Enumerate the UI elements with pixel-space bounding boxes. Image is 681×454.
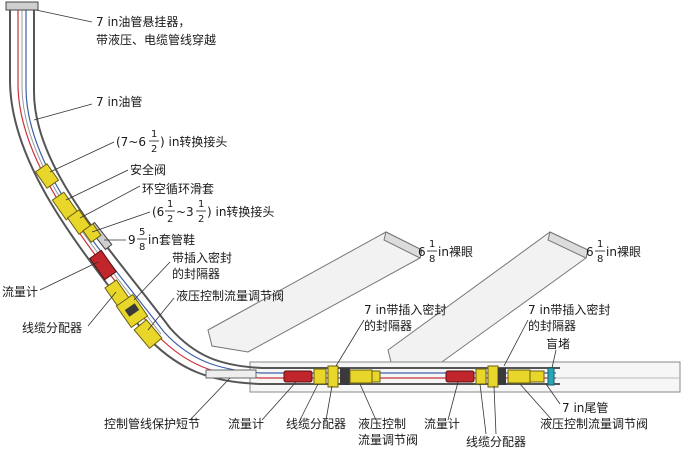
label-flowmeter-b1: 流量计 [228,417,264,431]
label-open-hole-2: 6 1 8 in裸眼 [586,239,641,265]
svg-text:8: 8 [429,254,435,265]
label-blind-plug: 盲堵 [546,336,570,351]
lateral-2-tools [445,365,545,388]
label-splitter-left: 线缆分配器 [22,321,82,335]
xover-2 [82,223,102,243]
label-hydraulic-valve-left: 液压控制流量调节阀 [176,288,284,303]
svg-text:in套管鞋: in套管鞋 [148,232,195,247]
label-safety-valve: 安全阀 [130,162,166,177]
lateral-1-tools [283,365,381,388]
label-open-hole-1: 6 1 8 in裸眼 [418,239,473,265]
label-valve-b2: 液压控制流量调节阀 [540,416,648,431]
label-packer-top-l1: 带插入密封 [172,250,232,265]
svg-text:5: 5 [139,227,145,238]
flowmeter-b1-body [283,370,313,383]
label-sleeve: 环空循环滑套 [142,182,214,196]
label-valve-b1-l1: 液压控制 [358,416,406,431]
label-tubing: 7 in油管 [96,94,142,109]
packer-upper [115,293,149,329]
label-liner: 7 in尾管 [562,400,608,415]
label-packer-right-l2: 的封隔器 [528,318,576,333]
svg-text:1: 1 [429,239,435,250]
svg-text:) in转换接头: ) in转换接头 [207,204,274,219]
svg-text:(6: (6 [152,205,164,219]
svg-text:~3: ~3 [176,205,194,219]
svg-text:2: 2 [151,144,157,155]
svg-text:1: 1 [167,199,173,210]
svg-text:) in转换接头: ) in转换接头 [160,134,227,149]
svg-text:2: 2 [198,214,204,225]
label-protector: 控制管线保护短节 [104,416,200,431]
blind-plug [547,367,555,386]
svg-text:1: 1 [198,199,204,210]
label-packer-right-l1: 7 in带插入密封 [528,302,610,317]
protector-sub [205,369,257,379]
label-xover-2: (6 1 2 ~3 1 2 ) in转换接头 [152,199,274,225]
svg-text:(7~6: (7~6 [116,135,146,149]
svg-text:1: 1 [151,129,157,140]
label-packer-mid-l1: 7 in带插入密封 [364,302,446,317]
flowmeter-upper [89,249,117,281]
label-hanger-line2: 带液压、电缆管线穿越 [96,32,216,47]
open-hole-lateral-1 [207,231,423,353]
svg-text:2: 2 [167,214,173,225]
label-xover-1: (7~6 1 2 ) in转换接头 [116,129,227,155]
xover-1 [34,163,60,189]
label-packer-mid-l2: 的封隔器 [364,318,412,333]
tubing-hanger [5,1,39,11]
svg-text:1: 1 [597,239,603,250]
label-splitter-b1: 线缆分配器 [286,417,346,431]
label-casing-shoe: 9 5 8 in套管鞋 [128,227,195,253]
label-valve-b1-l2: 流量调节阀 [358,433,418,447]
svg-text:in裸眼: in裸眼 [438,244,473,259]
flowmeter-b2-body [445,370,475,383]
svg-text:8: 8 [139,242,145,253]
svg-text:6: 6 [586,245,594,259]
svg-text:in裸眼: in裸眼 [606,244,641,259]
svg-text:6: 6 [418,245,426,259]
svg-text:9: 9 [128,233,136,247]
label-flowmeter-b2: 流量计 [424,417,460,431]
leader-lines [33,9,561,435]
hydraulic-valve-upper [133,318,163,350]
svg-text:8: 8 [597,254,603,265]
label-splitter-b2: 线缆分配器 [466,435,526,449]
label-flowmeter-left: 流量计 [2,285,38,299]
label-hanger-line1: 7 in油管悬挂器， [96,14,190,29]
label-packer-top-l2: 的封隔器 [172,266,220,281]
